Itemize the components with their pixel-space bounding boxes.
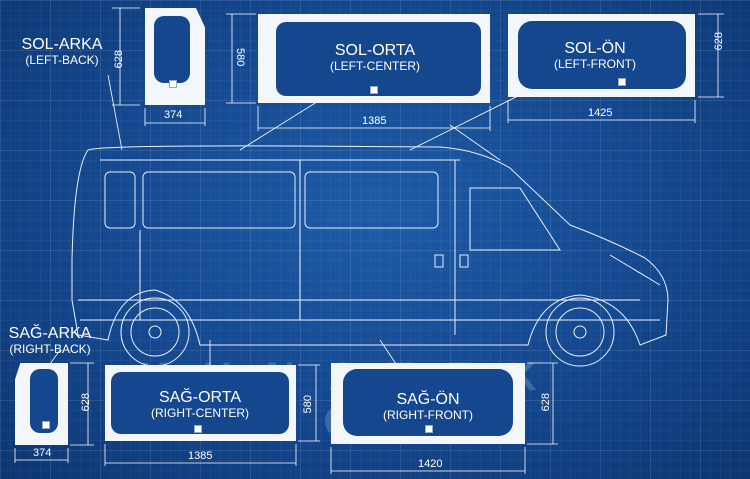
left-back-label: SOL-ARKA (LEFT-BACK) xyxy=(12,36,112,68)
left-back-window xyxy=(145,8,205,105)
right-front-title: SAĞ-ÖN xyxy=(396,391,460,408)
right-back-height-dim: 628 xyxy=(80,393,92,412)
left-front-subtitle: (LEFT-FRONT) xyxy=(554,57,636,72)
right-front-window xyxy=(331,363,525,444)
right-back-label: SAĞ-ARKA (RIGHT-BACK) xyxy=(2,325,98,357)
right-front-subtitle: (RIGHT-FRONT) xyxy=(383,408,473,423)
left-front-width-dim: 1425 xyxy=(588,107,613,119)
left-front-height-dim: 628 xyxy=(713,32,725,51)
right-front-width-dim: 1420 xyxy=(418,458,443,470)
right-center-window xyxy=(105,365,296,441)
left-center-height-dim: 580 xyxy=(234,48,246,67)
right-back-title: SAĞ-ARKA xyxy=(8,325,92,342)
left-center-width-dim: 1385 xyxy=(362,115,387,127)
right-center-label: SAĞ-ORTA (RIGHT-CENTER) xyxy=(135,389,265,421)
dimension-lines xyxy=(14,7,724,474)
left-center-subtitle: (LEFT-CENTER) xyxy=(330,59,420,74)
left-center-window xyxy=(258,14,490,103)
right-back-window xyxy=(15,363,68,445)
left-back-title: SOL-ARKA xyxy=(21,36,103,53)
left-center-title: SOL-ORTA xyxy=(334,42,416,59)
left-front-title: SOL-ÖN xyxy=(564,40,626,57)
left-center-label: SOL-ORTA (LEFT-CENTER) xyxy=(300,42,450,74)
right-front-height-dim: 628 xyxy=(540,393,552,412)
right-front-label: SAĞ-ÖN (RIGHT-FRONT) xyxy=(363,391,493,423)
right-back-width-dim: 374 xyxy=(33,447,52,459)
left-front-label: SOL-ÖN (LEFT-FRONT) xyxy=(530,40,660,72)
left-back-height-dim: 628 xyxy=(113,50,125,69)
right-center-subtitle: (RIGHT-CENTER) xyxy=(151,406,249,421)
left-front-window xyxy=(508,14,695,97)
left-back-width-dim: 374 xyxy=(164,109,183,121)
van-outline xyxy=(71,145,669,367)
right-center-height-dim: 580 xyxy=(302,395,314,414)
right-back-subtitle: (RIGHT-BACK) xyxy=(9,342,91,357)
right-center-title: SAĞ-ORTA xyxy=(158,389,242,406)
left-back-subtitle: (LEFT-BACK) xyxy=(25,53,99,68)
right-center-width-dim: 1385 xyxy=(188,450,213,462)
